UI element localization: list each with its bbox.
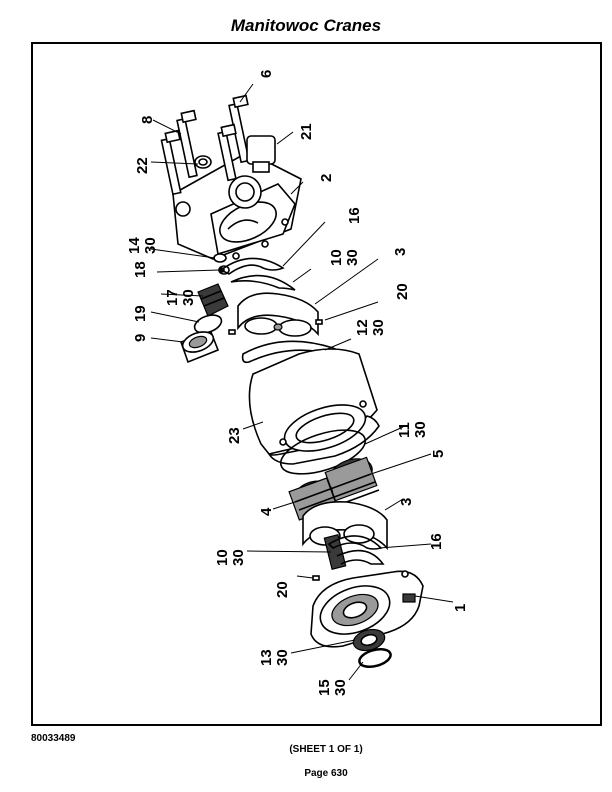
callout-14: 14: [126, 237, 143, 254]
callout-13: 13: [258, 649, 275, 666]
pin-part-20-bottom: [312, 575, 320, 581]
callout-10-top: 10: [328, 249, 345, 266]
callout-4: 4: [258, 507, 275, 516]
callout-23: 23: [226, 427, 243, 444]
callout-21: 21: [298, 123, 315, 140]
sheet-indicator: (SHEET 1 OF 1): [289, 744, 363, 755]
callout-20-top: 20: [394, 283, 411, 300]
bolts-part-8-6: [160, 94, 250, 196]
valve-part-17-19: [193, 283, 229, 334]
callout-1: 1: [452, 604, 469, 612]
callout-9: 9: [132, 334, 149, 342]
callout-12: 12: [354, 319, 371, 336]
rear-cover-part: [172, 151, 302, 260]
callout-18: 18: [132, 261, 149, 278]
callout-10-bottom: 10: [214, 549, 231, 566]
callout-3-top: 3: [392, 248, 409, 256]
pin-left-top: [228, 329, 236, 335]
seal-ring-part-10-top: [230, 274, 296, 291]
seal-ring-part-10-bottom: [336, 549, 385, 565]
fitting-part-9: [179, 331, 220, 364]
callout-labels: 6 8 21 22 2 16 14 30 10 30 3 18 20 17 30…: [126, 70, 469, 696]
bearing-block-top: [237, 292, 319, 337]
callout-30-h: 30: [332, 679, 349, 696]
fitting-part-22: [194, 155, 212, 169]
callout-5: 5: [430, 450, 447, 458]
callout-30-f: 30: [230, 549, 247, 566]
page-number: Page 630: [304, 768, 348, 779]
callout-3-bottom: 3: [398, 498, 415, 506]
callout-16-top: 16: [346, 207, 363, 224]
leader-lines: [150, 83, 454, 681]
callout-17: 17: [164, 289, 181, 306]
callout-22: 22: [134, 157, 151, 174]
diagram-frame: 6 8 21 22 2 16 14 30 10 30 3 18 20 17 30…: [31, 42, 602, 726]
plug-part-21: [246, 135, 276, 173]
document-number: 80033489: [31, 733, 76, 744]
front-cover-part-1: [310, 570, 424, 648]
bearing-block-bottom: [302, 500, 388, 551]
callout-30-e: 30: [412, 421, 429, 438]
exploded-pump-diagram: 6 8 21 22 2 16 14 30 10 30 3 18 20 17 30…: [126, 70, 469, 696]
callout-20-bottom: 20: [274, 581, 291, 598]
snap-ring-part-15: [358, 647, 392, 669]
callout-11: 11: [396, 422, 413, 438]
callout-8: 8: [139, 116, 156, 124]
seal-ring-part-16-bottom: [327, 535, 383, 550]
callout-19: 19: [132, 305, 149, 322]
callout-30-a: 30: [142, 237, 159, 254]
callout-30-c: 30: [180, 289, 197, 306]
gasket-part-11: [279, 429, 367, 475]
shaft-seal-part-13: [352, 628, 386, 652]
callout-2: 2: [318, 174, 335, 182]
callout-30-b: 30: [344, 249, 361, 266]
callout-15: 15: [316, 679, 333, 696]
callout-30-g: 30: [274, 649, 291, 666]
housing-part-23: [248, 348, 380, 465]
callout-6: 6: [258, 70, 275, 78]
page-title: Manitowoc Cranes: [230, 16, 382, 35]
seal-ring-part-16-top: [219, 257, 285, 275]
pin-part-20-top: [315, 319, 323, 325]
callout-16-bottom: 16: [428, 533, 445, 550]
callout-30-d: 30: [370, 319, 387, 336]
